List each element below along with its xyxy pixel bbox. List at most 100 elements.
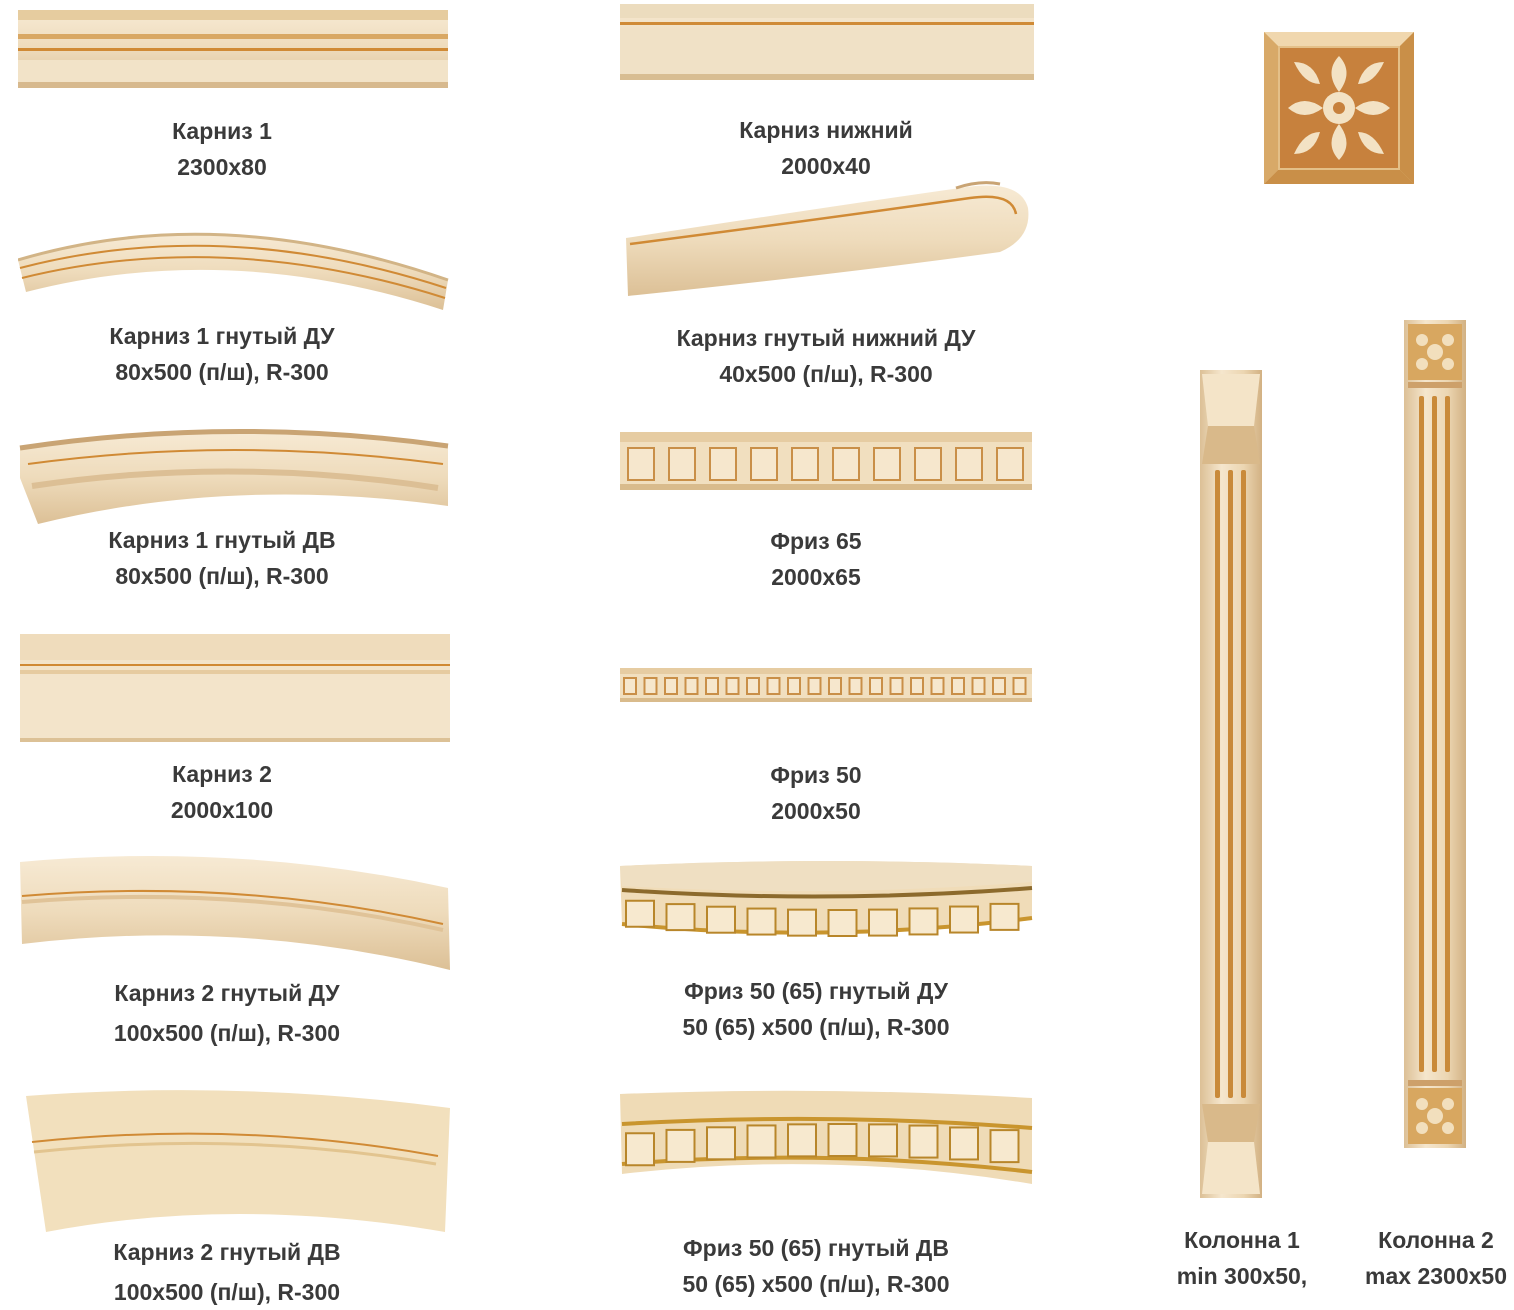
dentil-block bbox=[766, 677, 781, 695]
dentil-block bbox=[664, 677, 678, 695]
product-caption: Карниз 2 гнутый ДВ 100x500 (п/ш), R-300 bbox=[22, 1234, 432, 1310]
product-caption: Карниз нижний 2000x40 bbox=[626, 112, 1026, 184]
karniz-gnutyj-nizhnij-du-image bbox=[626, 181, 1029, 296]
dentil-block bbox=[989, 902, 1020, 931]
product-caption: Колонна 1 min 300x50, bbox=[1152, 1222, 1332, 1294]
dentil-block bbox=[908, 1124, 939, 1159]
dentil-block bbox=[665, 903, 696, 932]
karniz-1-image bbox=[18, 10, 448, 88]
dentil-block bbox=[746, 677, 760, 695]
dentil-block bbox=[827, 1123, 858, 1158]
product-size: 50 (65) x500 (п/ш), R-300 bbox=[682, 1271, 950, 1297]
product-size: max 2300x50 bbox=[1365, 1263, 1507, 1289]
product-name: Карниз 1 bbox=[172, 118, 272, 144]
product-size: min 300x50, bbox=[1176, 1263, 1308, 1289]
dentil-block bbox=[949, 1126, 979, 1161]
dentil-block bbox=[930, 677, 945, 695]
product-name: Карниз 2 гнутый ДВ bbox=[113, 1239, 341, 1265]
product-caption: Карниз 1 гнутый ДУ 80x500 (п/ш), R-300 bbox=[22, 318, 422, 390]
product-size: 2000x40 bbox=[781, 153, 871, 179]
dentil-block bbox=[873, 447, 901, 481]
friz-50-blocks bbox=[623, 677, 1027, 695]
dentil-block bbox=[627, 447, 655, 481]
kolonna-1-image bbox=[1200, 370, 1262, 1198]
friz-65-image bbox=[620, 432, 1032, 490]
product-name: Карниз нижний bbox=[739, 117, 913, 143]
friz-65-blocks bbox=[627, 447, 1024, 481]
karniz-2-gnutyj-du-image bbox=[20, 855, 450, 970]
karniz-1-gnutyj-dv-image bbox=[19, 428, 449, 524]
product-caption: Фриз 50 2000x50 bbox=[616, 757, 1016, 829]
product-name: Карниз гнутый нижний ДУ bbox=[676, 325, 976, 351]
dentil-block bbox=[868, 908, 898, 937]
karniz-nizhnij-image bbox=[620, 4, 1034, 80]
friz-50-65-gnutyj-du-image bbox=[620, 861, 1033, 937]
product-size: 50 (65) x500 (п/ш), R-300 bbox=[682, 1014, 950, 1040]
dentil-block bbox=[889, 677, 904, 695]
dentil-block bbox=[706, 1126, 736, 1161]
product-name: Фриз 65 bbox=[770, 528, 862, 554]
product-caption: Карниз гнутый нижний ДУ 40x500 (п/ш), R-… bbox=[626, 320, 1026, 392]
dentil-block bbox=[791, 447, 819, 481]
dentil-block bbox=[746, 907, 777, 936]
dentil-block bbox=[868, 1123, 898, 1158]
dentil-block bbox=[787, 908, 817, 937]
dentil-block bbox=[787, 1123, 817, 1158]
product-size: 80x500 (п/ш), R-300 bbox=[115, 359, 329, 385]
dentil-block bbox=[665, 1128, 696, 1163]
dentil-block bbox=[955, 447, 983, 481]
dentil-block bbox=[971, 677, 986, 695]
dentil-block bbox=[908, 907, 939, 936]
dentil-block bbox=[848, 677, 863, 695]
product-caption: Фриз 50 (65) гнутый ДВ 50 (65) x500 (п/ш… bbox=[616, 1230, 1016, 1302]
dentil-block bbox=[914, 447, 942, 481]
dentil-block bbox=[623, 677, 637, 695]
karniz-2-gnutyj-dv-image bbox=[26, 1090, 450, 1232]
product-name: Карниз 2 гнутый ДУ bbox=[114, 980, 340, 1006]
dentil-block bbox=[989, 1129, 1020, 1164]
dentil-block bbox=[828, 677, 842, 695]
product-caption: Карниз 2 гнутый ДУ 100x500 (п/ш), R-300 bbox=[22, 975, 432, 1051]
product-name: Карниз 1 гнутый ДВ bbox=[108, 527, 336, 553]
product-caption: Карниз 1 2300x80 bbox=[22, 113, 422, 185]
dentil-block bbox=[746, 1124, 777, 1159]
friz-dv-blocks bbox=[625, 1123, 1020, 1167]
product-name: Карниз 2 bbox=[172, 761, 272, 787]
carved-rosette-icon bbox=[1264, 32, 1414, 184]
dentil-block bbox=[951, 677, 965, 695]
kolonna-2-image bbox=[1404, 320, 1466, 1148]
product-size: 2000x50 bbox=[771, 798, 861, 824]
dentil-block bbox=[625, 1132, 655, 1167]
dentil-block bbox=[869, 677, 883, 695]
product-caption: Карниз 1 гнутый ДВ 80x500 (п/ш), R-300 bbox=[22, 522, 422, 594]
product-name: Колонна 2 bbox=[1378, 1227, 1494, 1253]
product-size: 40x500 (п/ш), R-300 bbox=[719, 361, 933, 387]
product-size: 100x500 (п/ш), R-300 bbox=[113, 1020, 341, 1046]
product-caption: Фриз 65 2000x65 bbox=[616, 523, 1016, 595]
dentil-block bbox=[684, 677, 699, 695]
product-size: 100x500 (п/ш), R-300 bbox=[113, 1279, 341, 1305]
dentil-block bbox=[949, 905, 979, 934]
dentil-block bbox=[832, 447, 860, 481]
dentil-block bbox=[1012, 677, 1027, 695]
product-name: Фриз 50 (65) гнутый ДВ bbox=[683, 1235, 949, 1261]
karniz-1-gnutyj-du-image bbox=[18, 232, 449, 310]
product-size: 2000x100 bbox=[170, 797, 274, 823]
dentil-block bbox=[705, 677, 719, 695]
product-caption: Фриз 50 (65) гнутый ДУ 50 (65) x500 (п/ш… bbox=[616, 973, 1016, 1045]
friz-50-image bbox=[620, 668, 1032, 702]
product-caption: Колонна 2 max 2300x50 bbox=[1346, 1222, 1514, 1294]
dentil-block bbox=[996, 447, 1024, 481]
dentil-block bbox=[709, 447, 737, 481]
dentil-block bbox=[807, 677, 822, 695]
friz-du-blocks bbox=[625, 899, 1020, 937]
dentil-block bbox=[643, 677, 658, 695]
dentil-block bbox=[787, 677, 801, 695]
product-name: Карниз 1 гнутый ДУ bbox=[109, 323, 335, 349]
product-size: 2000x65 bbox=[771, 564, 861, 590]
dentil-block bbox=[668, 447, 696, 481]
dentil-block bbox=[992, 677, 1006, 695]
product-name: Колонна 1 bbox=[1184, 1227, 1300, 1253]
product-name: Фриз 50 (65) гнутый ДУ bbox=[684, 978, 948, 1004]
dentil-block bbox=[706, 905, 736, 934]
